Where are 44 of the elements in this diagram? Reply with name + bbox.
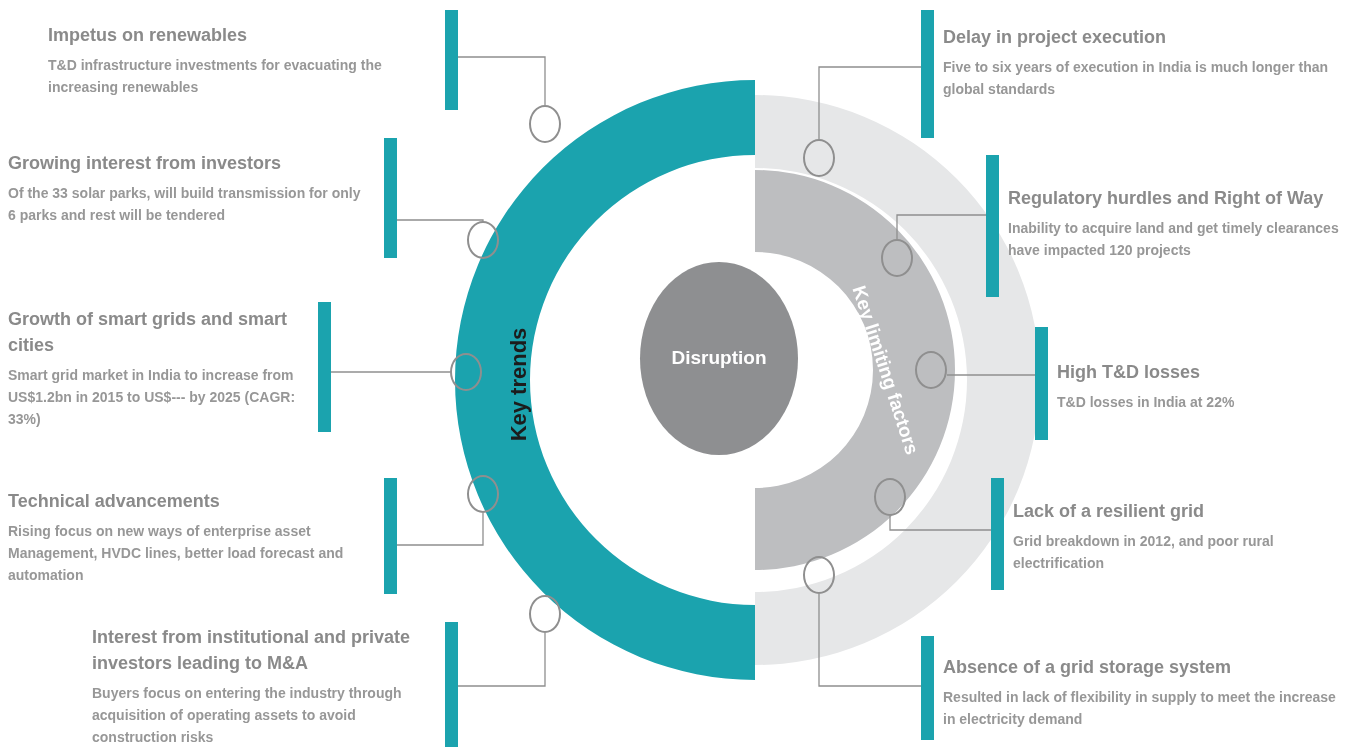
ring-marker [467, 221, 499, 259]
ring-marker [803, 556, 835, 594]
item-heading: Regulatory hurdles and Right of Way [1008, 187, 1325, 210]
connector-line [396, 512, 484, 546]
barred-text-block [8, 478, 397, 594]
barred-text-block [8, 302, 331, 432]
item-heading: Impetus on renewables [48, 24, 249, 47]
connector-line [457, 56, 546, 106]
item-heading: High T&D losses [1057, 361, 1202, 384]
item-heading: Lack of a resilient grid [1013, 500, 1206, 523]
item-description: Five to six years of execution in India is much longer than global standards [943, 58, 1330, 99]
item-description: Grid breakdown in 2012, and poor rural electrification [1013, 532, 1275, 573]
ring-label: Key trends [504, 327, 532, 442]
barred-text-block [8, 138, 397, 258]
item-description: T&D infrastructure investments for evacuating the increasing renewables [48, 56, 383, 97]
item-description: Buyers focus on entering the industry through acquisition of operating assets to avoid construction risks [92, 684, 403, 747]
ring-marker [803, 139, 835, 177]
ring-marker [529, 105, 561, 143]
item-description: Smart grid market in India to increase from US$1.2bn in 2015 to US$--- by 2025 (CAGR: 33%) [8, 366, 297, 429]
connector-line [946, 374, 1036, 376]
connector-line [396, 219, 484, 222]
item-description: T&D losses in India at 22% [1057, 393, 1236, 412]
connector-line [818, 66, 922, 140]
item-heading: Delay in project execution [943, 26, 1168, 49]
item-description: Rising focus on new ways of enterprise asset Management, HVDC lines, better load forecast and automation [8, 522, 345, 585]
item-heading: Growth of smart grids and smart cities [8, 308, 289, 357]
item-heading: Interest from institutional and private investors leading to M&A [92, 626, 412, 675]
barred-text-block [92, 622, 458, 747]
item-heading: Absence of a grid storage system [943, 656, 1233, 679]
ring-label: Key limiting factors [847, 282, 924, 459]
connector-line [457, 632, 546, 687]
item-description: Inability to acquire land and get timely clearances have impacted 120 projects [1008, 219, 1340, 260]
center-label: Disruption [671, 346, 767, 371]
connector-line [889, 515, 992, 531]
ring-marker [529, 595, 561, 633]
item-heading: Technical advancements [8, 490, 221, 513]
item-description: Resulted in lack of flexibility in supply to meet the increase in electricity demand [943, 688, 1337, 729]
barred-text-block [48, 10, 458, 110]
item-description: Of the 33 solar parks, will build transmission for only 6 parks and rest will be tendered [8, 184, 362, 225]
connector-line [330, 371, 451, 373]
connector-line [818, 593, 922, 687]
connector-line [896, 214, 987, 240]
ring-marker [450, 353, 482, 391]
item-heading: Growing interest from investors [8, 152, 283, 175]
